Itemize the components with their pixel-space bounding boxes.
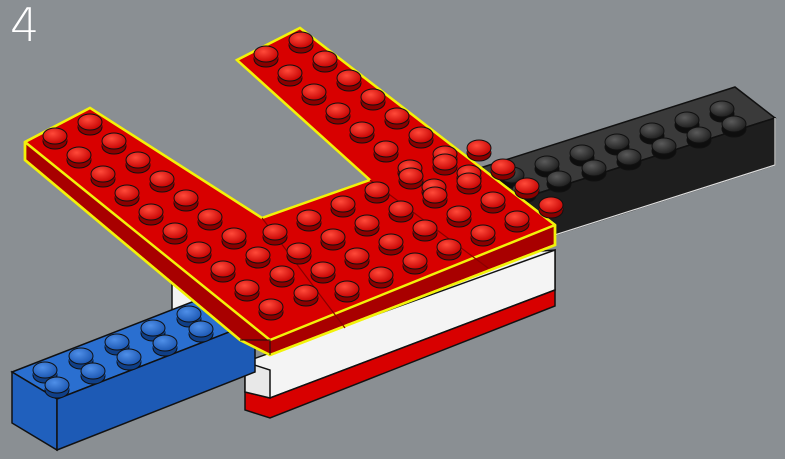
stud (515, 178, 539, 199)
stud (505, 211, 529, 232)
stud (126, 152, 150, 173)
stud (45, 377, 69, 398)
stud (187, 242, 211, 263)
stud (321, 229, 345, 250)
stud (350, 122, 374, 143)
stud (355, 215, 379, 236)
stud (379, 234, 403, 255)
stud (259, 299, 283, 320)
stud (385, 108, 409, 129)
stud (211, 261, 235, 282)
stud (335, 281, 359, 302)
stud (409, 127, 433, 148)
stud (313, 51, 337, 72)
stud (582, 160, 606, 181)
stud (617, 149, 641, 170)
stud (722, 116, 746, 137)
stud (117, 349, 141, 370)
stud (174, 190, 198, 211)
stud (81, 363, 105, 384)
stud (254, 46, 278, 67)
stud (345, 248, 369, 269)
stud (294, 285, 318, 306)
stud (389, 201, 413, 222)
stud (287, 243, 311, 264)
stud (263, 224, 287, 245)
stud (491, 159, 515, 180)
stud (433, 154, 457, 175)
stud (297, 210, 321, 231)
stud (150, 171, 174, 192)
stud (189, 321, 213, 342)
stud (403, 253, 427, 274)
stud (163, 223, 187, 244)
stud (67, 147, 91, 168)
stud (246, 247, 270, 268)
stud (652, 138, 676, 159)
stud (413, 220, 437, 241)
stud (337, 70, 361, 91)
stud (153, 335, 177, 356)
stud (471, 225, 495, 246)
stud (78, 114, 102, 135)
stud (547, 171, 571, 192)
stud (102, 133, 126, 154)
stud (326, 103, 350, 124)
stud (369, 267, 393, 288)
stud (115, 185, 139, 206)
stud (289, 32, 313, 53)
stud (539, 197, 563, 218)
stud (278, 65, 302, 86)
stud (222, 228, 246, 249)
stud (331, 196, 355, 217)
stud (457, 173, 481, 194)
stud (235, 280, 259, 301)
stud (447, 206, 471, 227)
stud (43, 128, 67, 149)
stud (91, 166, 115, 187)
stud (311, 262, 335, 283)
stud (437, 239, 461, 260)
stud (361, 89, 385, 110)
stud (374, 141, 398, 162)
stud (399, 168, 423, 189)
stud (302, 84, 326, 105)
stud (365, 182, 389, 203)
stud (423, 187, 447, 208)
stud (481, 192, 505, 213)
stud (139, 204, 163, 225)
stud (270, 266, 294, 287)
stud (467, 140, 491, 161)
stud (198, 209, 222, 230)
stud (687, 127, 711, 148)
